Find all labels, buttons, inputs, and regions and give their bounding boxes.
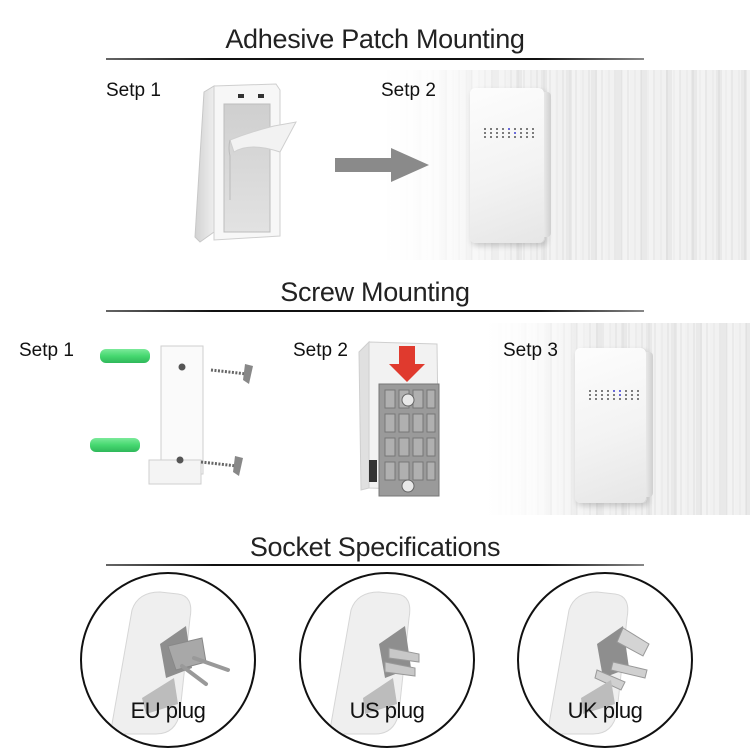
divider (106, 310, 644, 312)
plug-label: UK plug (567, 698, 643, 723)
section-title-socket: Socket Specifications (249, 532, 501, 562)
uk-plug-icon (547, 591, 650, 735)
doorbell-edge (544, 92, 551, 237)
step-label: Setp 1 (19, 340, 74, 361)
step-label: Setp 2 (293, 340, 348, 361)
doorbell-receiver (470, 88, 551, 243)
speaker-grille (484, 128, 536, 138)
plug-label: US plug (349, 698, 425, 723)
bracket-anchors-screws-illustration (90, 345, 253, 485)
divider (106, 58, 644, 60)
step-label: Setp 1 (106, 80, 161, 101)
section-title-adhesive: Adhesive Patch Mounting (225, 24, 525, 54)
doorbell-receiver (575, 348, 653, 503)
section-title-screw: Screw Mounting (280, 277, 470, 307)
adhesive-bracket-illustration (194, 83, 297, 243)
plug-us: US plug (299, 572, 475, 748)
us-plug-icon (329, 591, 420, 735)
arrow-right-icon (335, 148, 429, 182)
step-label: Setp 2 (381, 80, 436, 101)
step-label: Setp 3 (503, 340, 558, 361)
doorbell-slide-illustration (358, 340, 440, 497)
plug-uk: UK plug (517, 572, 693, 748)
plug-eu: EU plug (80, 572, 256, 748)
eu-plug-icon (110, 591, 230, 735)
doorbell-edge (646, 352, 653, 497)
divider (106, 564, 644, 566)
speaker-grille (589, 390, 641, 400)
plug-label: EU plug (130, 698, 206, 723)
